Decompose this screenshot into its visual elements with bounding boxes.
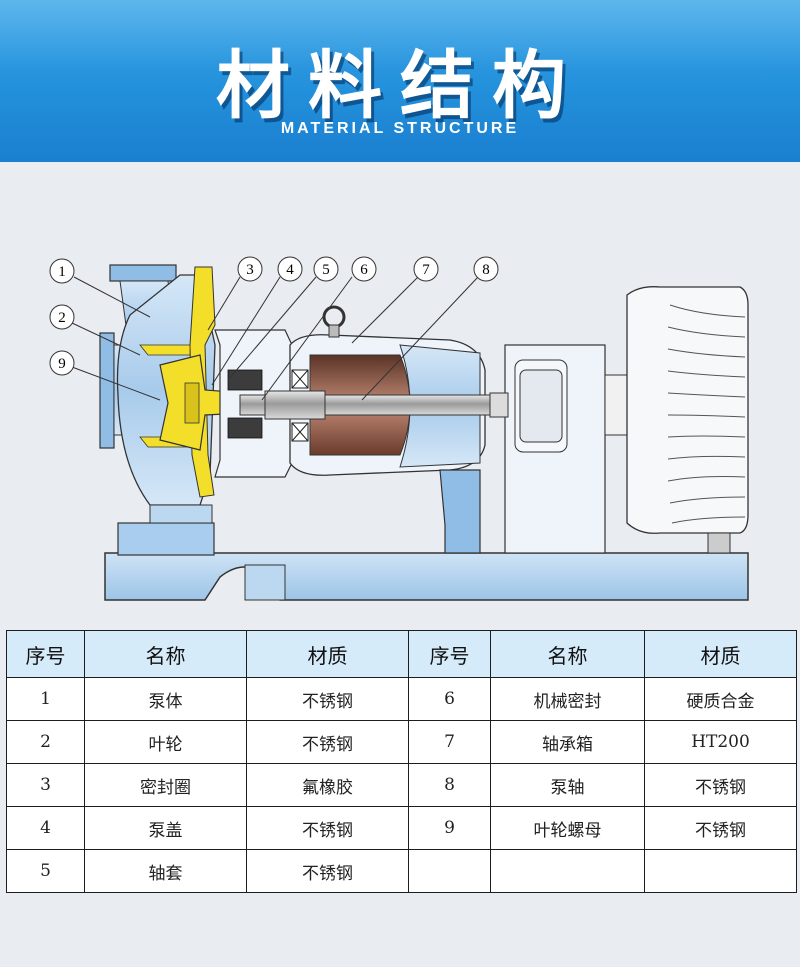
table-row: 5 轴套 不锈钢 [6, 849, 797, 893]
table-row: 3 密封圈 氟橡胶 8 泵轴 不锈钢 [6, 763, 797, 807]
table-row: 4 泵盖 不锈钢 9 叶轮螺母 不锈钢 [6, 806, 797, 850]
material-table: 序号 名称 材质 序号 名称 材质 1 泵体 不锈钢 6 机械密封 硬质合金 2… [6, 630, 797, 893]
callout-5: 5 [313, 256, 339, 282]
cell-name: 叶轮 [84, 720, 247, 764]
cell-no: 5 [6, 849, 85, 893]
leader-lines [71, 276, 479, 401]
table-row: 1 泵体 不锈钢 6 机械密封 硬质合金 [6, 677, 797, 721]
cell-name: 泵体 [84, 677, 247, 721]
callout-3: 3 [237, 256, 263, 282]
cell-name: 泵轴 [490, 763, 645, 807]
cell-material: HT200 [644, 720, 797, 764]
cell-no: 2 [6, 720, 85, 764]
impeller [159, 354, 246, 451]
cell-no: 6 [408, 677, 491, 721]
svg-text:2: 2 [58, 310, 66, 326]
cell-no: 9 [408, 806, 491, 850]
electric-motor [604, 286, 749, 554]
header-material-left: 材质 [246, 630, 409, 678]
svg-text:7: 7 [422, 262, 430, 278]
header-banner: 材料结构 MATERIAL STRUCTURE [0, 0, 800, 162]
cell-material: 氟橡胶 [246, 763, 409, 807]
banner-glow [0, 0, 800, 70]
header-material-right: 材质 [644, 630, 797, 678]
callout-2: 2 [49, 304, 75, 330]
cell-material: 硬质合金 [644, 677, 797, 721]
cell-material: 不锈钢 [246, 806, 409, 850]
cell-no [408, 849, 491, 893]
cell-material: 不锈钢 [246, 720, 409, 764]
page-subtitle: MATERIAL STRUCTURE [280, 120, 520, 137]
table-row: 2 叶轮 不锈钢 7 轴承箱 HT200 [6, 720, 797, 764]
svg-text:9: 9 [58, 356, 66, 372]
cell-name [490, 849, 645, 893]
callout-9: 9 [49, 350, 75, 376]
cell-name: 机械密封 [490, 677, 645, 721]
cell-name: 轴套 [84, 849, 247, 893]
coupling-guard [489, 344, 606, 554]
callout-6: 6 [351, 256, 377, 282]
cell-name: 密封圈 [84, 763, 247, 807]
cell-no: 7 [408, 720, 491, 764]
cell-no: 3 [6, 763, 85, 807]
table-header-row: 序号 名称 材质 序号 名称 材质 [6, 630, 797, 678]
cell-name: 叶轮螺母 [490, 806, 645, 850]
cell-material: 不锈钢 [644, 806, 797, 850]
cell-no: 8 [408, 763, 491, 807]
header-name-left: 名称 [84, 630, 247, 678]
svg-text:1: 1 [58, 264, 66, 280]
cell-no: 4 [6, 806, 85, 850]
callout-7: 7 [413, 256, 439, 282]
cell-no: 1 [6, 677, 85, 721]
support-bracket [439, 469, 481, 554]
pump-shaft [239, 390, 501, 420]
cell-material: 不锈钢 [246, 849, 409, 893]
cell-name: 泵盖 [84, 806, 247, 850]
header-name-right: 名称 [490, 630, 645, 678]
page-title: 材料结构 [216, 43, 584, 129]
svg-text:8: 8 [482, 262, 490, 278]
base-plate [104, 522, 749, 601]
callout-4: 4 [277, 256, 303, 282]
callout-1: 1 [49, 258, 75, 284]
cell-material: 不锈钢 [644, 763, 797, 807]
svg-text:3: 3 [246, 262, 254, 278]
cell-name: 轴承箱 [490, 720, 645, 764]
svg-text:6: 6 [360, 262, 368, 278]
svg-text:5: 5 [322, 262, 330, 278]
header-no-right: 序号 [408, 630, 491, 678]
svg-text:4: 4 [286, 262, 294, 278]
cell-material: 不锈钢 [246, 677, 409, 721]
cell-material [644, 849, 797, 893]
pump-structure-diagram: 1 2 9 3 4 5 6 7 8 [49, 256, 749, 601]
callout-8: 8 [473, 256, 499, 282]
callouts: 1 2 9 3 4 5 6 7 8 [49, 256, 499, 376]
header-no-left: 序号 [6, 630, 85, 678]
